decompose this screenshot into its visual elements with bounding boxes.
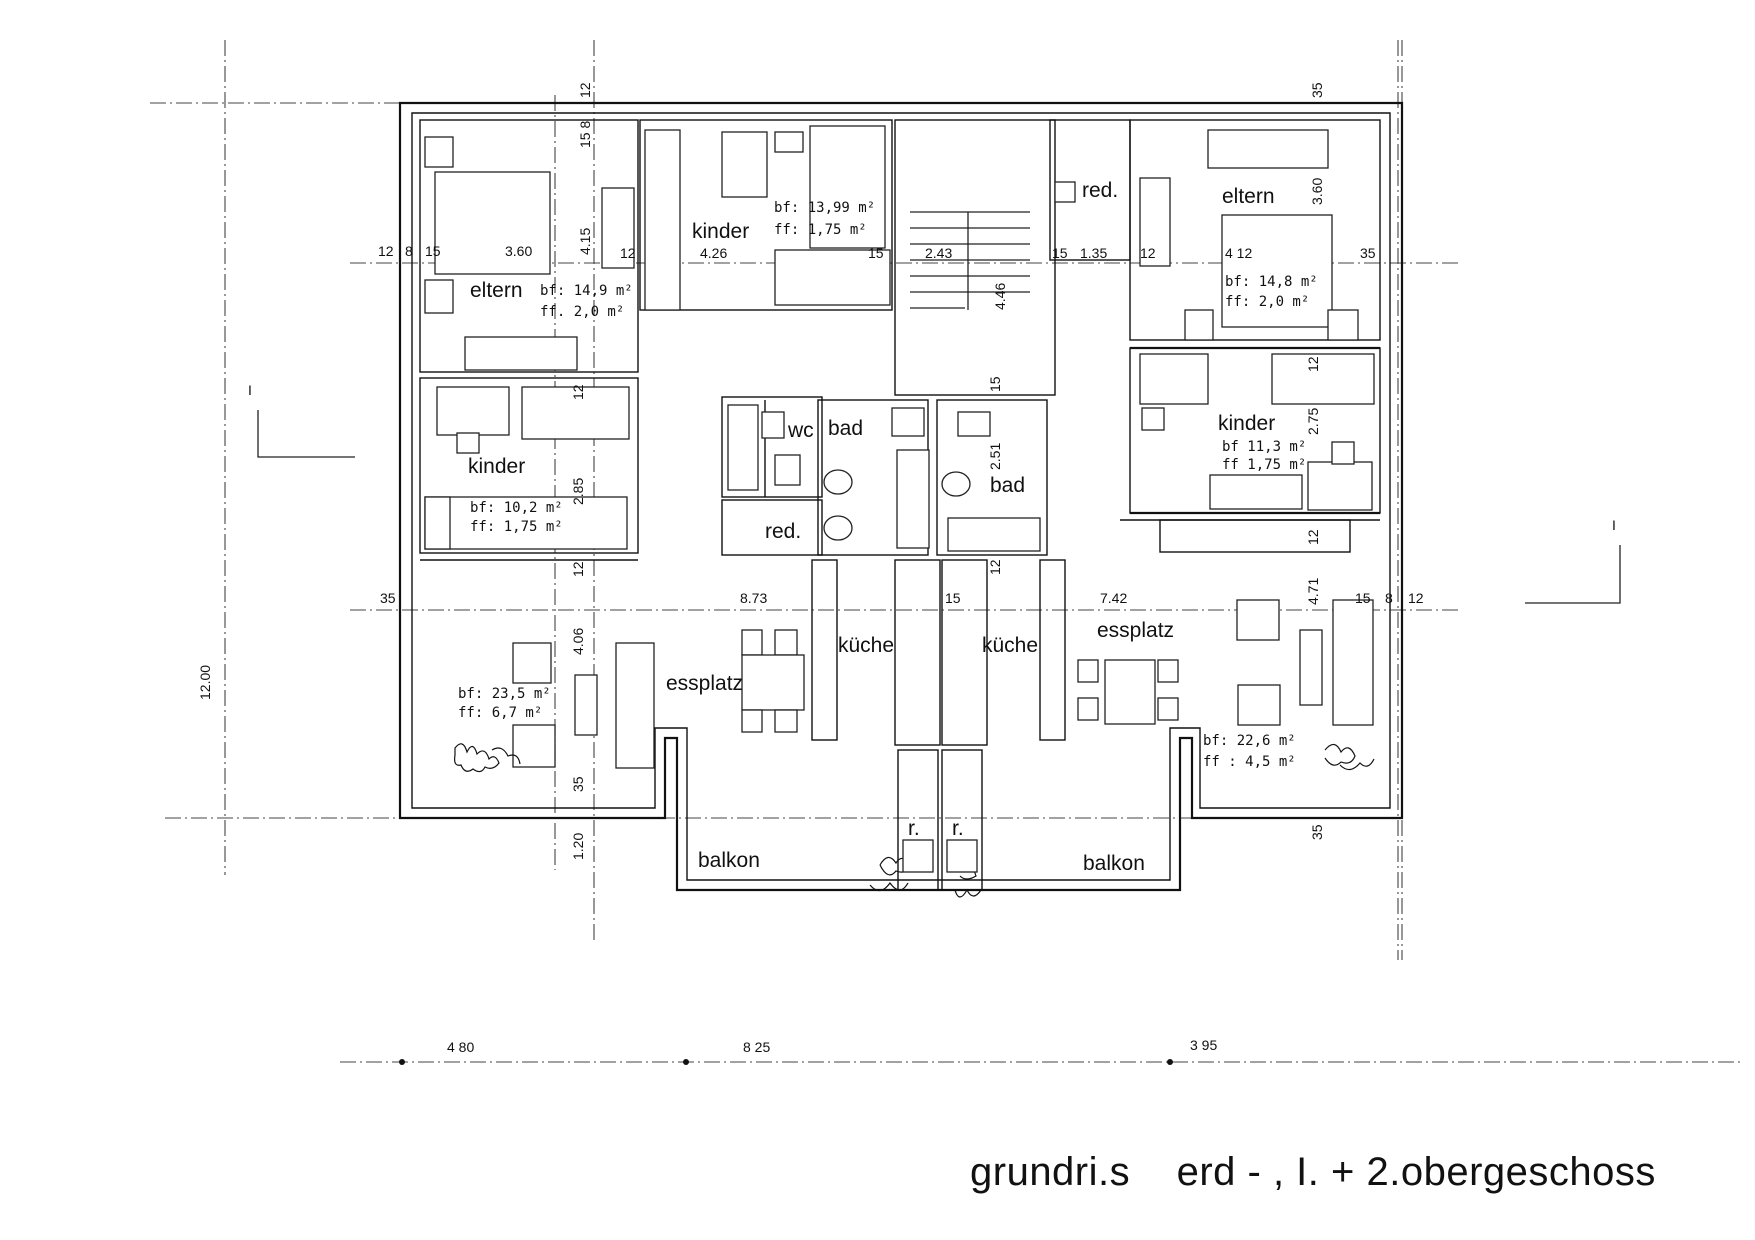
section-marker-right: I xyxy=(1525,517,1621,604)
dim-row1-15: 15 xyxy=(425,243,441,259)
area-bf-eltern-left: bf: 14,9 m² xyxy=(540,283,633,299)
room-label-kinder-left: kinder xyxy=(468,455,525,478)
furniture xyxy=(424,125,1375,769)
dim-row1-1-35: 1.35 xyxy=(1080,245,1107,261)
dim-3-60-right: 3.60 xyxy=(1309,178,1325,205)
dim-12-00: 12.00 xyxy=(197,665,213,700)
area-ff-kinder-left: ff: 1,75 m² xyxy=(470,519,563,535)
dim-top-12: 12 xyxy=(577,82,593,98)
dim-row2-7-42: 7.42 xyxy=(1100,590,1127,606)
dim-row2-35: 35 xyxy=(380,590,396,606)
dim-35-left: 35 xyxy=(570,776,586,792)
room-label-kinder-top: kinder xyxy=(692,220,749,243)
room-label-eltern-right: eltern xyxy=(1222,185,1275,208)
room-label-red-mid: red. xyxy=(765,520,801,543)
dim-15-stair: 15 xyxy=(987,376,1003,392)
bottom-axis-8-25: 8 25 xyxy=(743,1039,770,1055)
room-label-balkon-right: balkon xyxy=(1083,852,1145,875)
area-ff-living-right: ff : 4,5 m² xyxy=(1203,754,1296,770)
dim-row2-8-73: 8.73 xyxy=(740,590,767,606)
dim-row1-12c: 12 xyxy=(1140,245,1156,261)
area-ff-living-left: ff: 6,7 m² xyxy=(458,705,542,721)
dim-row1-12: 12 xyxy=(378,243,394,259)
dimension-numbers: 12 15 8 35 4.15 3.60 12 8 15 3.60 12 4.2… xyxy=(197,82,1424,860)
area-bf-kinder-top: bf: 13,99 m² xyxy=(774,200,875,216)
dim-row1-15b: 15 xyxy=(868,245,884,261)
dim-row1-4-26: 4.26 xyxy=(700,245,727,261)
balcony-shaft-texture xyxy=(902,839,978,873)
bottom-axis-3-95: 3 95 xyxy=(1190,1037,1217,1053)
outer-walls xyxy=(398,101,1404,892)
room-label-r-right: r. xyxy=(952,817,964,840)
section-label-right: I xyxy=(1612,517,1616,533)
room-label-red-top: red. xyxy=(1082,179,1118,202)
dim-12-right-2: 12 xyxy=(1305,529,1321,545)
bottom-axis: 4 80 8 25 3 95 xyxy=(399,1037,1217,1065)
dimension-lines xyxy=(150,40,1740,1063)
dim-row1-8: 8 xyxy=(405,243,413,259)
dim-row1-15c: 15 xyxy=(1052,245,1068,261)
room-label-essplatz-right: essplatz xyxy=(1097,619,1174,642)
room-labels: kinder red. eltern eltern kinder kinder … xyxy=(468,179,1275,875)
area-ff-eltern-right: ff: 2,0 m² xyxy=(1225,294,1309,310)
area-bf-kinder-right: bf 11,3 m² xyxy=(1222,439,1306,455)
dim-row1-3-60: 3.60 xyxy=(505,243,532,259)
interior-walls xyxy=(419,119,1381,891)
dim-4-15: 4.15 xyxy=(577,228,593,255)
bottom-axis-4-80: 4 80 xyxy=(447,1039,474,1055)
area-ff-kinder-top: ff: 1,75 m² xyxy=(774,222,867,238)
dim-35-right: 35 xyxy=(1309,824,1325,840)
room-label-bad-right: bad xyxy=(990,474,1025,497)
dim-row2-8: 8 xyxy=(1385,590,1393,606)
dim-1-20: 1.20 xyxy=(570,833,586,860)
dim-12-right-1: 12 xyxy=(1305,356,1321,372)
dim-row1-35: 35 xyxy=(1360,245,1376,261)
stairs xyxy=(910,211,1030,310)
room-label-wc: wc xyxy=(787,419,814,442)
area-bf-living-right: bf: 22,6 m² xyxy=(1203,733,1296,749)
room-label-r-left: r. xyxy=(908,817,920,840)
dim-row1-12b: 12 xyxy=(620,245,636,261)
dim-2-85: 2.85 xyxy=(570,478,586,505)
dim-2-51: 2.51 xyxy=(987,443,1003,470)
room-label-bad-left: bad xyxy=(828,417,863,440)
dim-12-left-2: 12 xyxy=(570,561,586,577)
dim-4-06: 4.06 xyxy=(570,628,586,655)
area-bf-living-left: bf: 23,5 m² xyxy=(458,686,551,702)
room-label-kueche-left: küche xyxy=(838,634,894,657)
dim-4-46: 4.46 xyxy=(992,283,1008,310)
area-bf-eltern-right: bf: 14,8 m² xyxy=(1225,274,1318,290)
dim-2-75: 2.75 xyxy=(1305,408,1321,435)
room-label-eltern-left: eltern xyxy=(470,279,523,302)
section-label-left: I xyxy=(248,382,252,398)
drawing-title: grundri.s erd - , I. + 2.obergeschoss xyxy=(970,1150,1656,1194)
dim-row2-4-71: 4.71 xyxy=(1305,578,1321,605)
dim-row2-12: 12 xyxy=(1408,590,1424,606)
dim-top-15-8: 15 8 xyxy=(577,121,593,148)
area-ff-kinder-right: ff 1,75 m² xyxy=(1222,457,1306,473)
dim-row1-4-12: 4 12 xyxy=(1225,245,1252,261)
dim-row1-2-43: 2.43 xyxy=(925,245,952,261)
room-label-essplatz-left: essplatz xyxy=(666,672,743,695)
dim-12-left-1: 12 xyxy=(570,384,586,400)
dim-row2-15: 15 xyxy=(945,590,961,606)
area-bf-kinder-left: bf: 10,2 m² xyxy=(470,500,563,516)
room-label-balkon-left: balkon xyxy=(698,849,760,872)
dim-row2-15b: 15 xyxy=(1355,590,1371,606)
room-label-kueche-right: küche xyxy=(982,634,1038,657)
section-marker-left: I xyxy=(248,382,355,458)
dim-12-centre: 12 xyxy=(987,559,1003,575)
area-ff-eltern-left: ff. 2,0 m² xyxy=(540,304,624,320)
room-label-kinder-right: kinder xyxy=(1218,412,1275,435)
area-labels: bf: 13,99 m² ff: 1,75 m² bf: 14,9 m² ff.… xyxy=(458,200,1318,770)
dim-top-35: 35 xyxy=(1309,82,1325,98)
